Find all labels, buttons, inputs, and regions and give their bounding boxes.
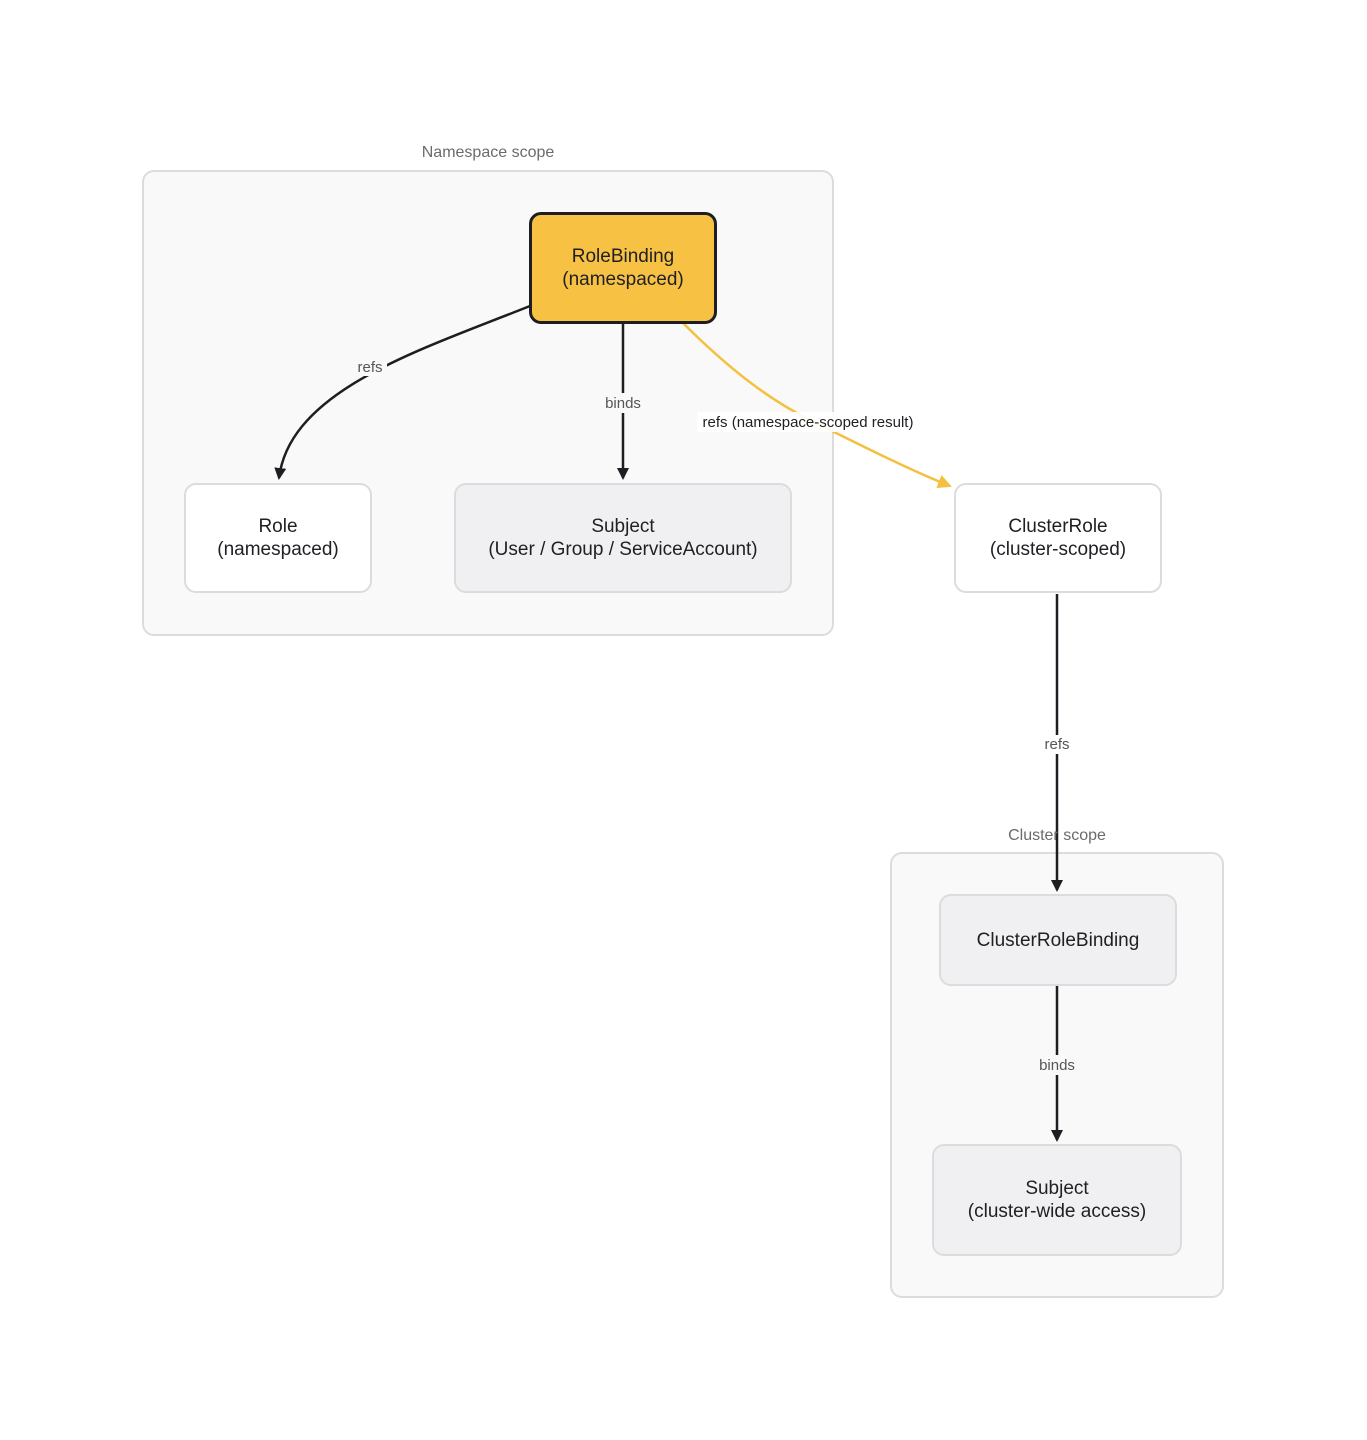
subject-cluster-title: Subject <box>1025 1178 1089 1199</box>
subject-namespace-node[interactable]: Subject (User / Group / ServiceAccount) <box>454 483 792 593</box>
edge-label-rb-clusterrole: refs (namespace-scoped result) <box>703 414 914 431</box>
subject-namespace-subtitle: (User / Group / ServiceAccount) <box>488 539 758 560</box>
edge-label-clusterrole-crb: refs <box>1044 736 1069 753</box>
clusterrole-title: ClusterRole <box>1008 516 1108 537</box>
rolebinding-subtitle: (namespaced) <box>562 269 684 290</box>
rolebinding-title: RoleBinding <box>571 246 675 267</box>
subject-cluster-node[interactable]: Subject (cluster-wide access) <box>932 1144 1182 1256</box>
cluster-scope-label: Cluster scope <box>1008 827 1106 844</box>
edge-label-rb-role: refs <box>357 359 382 376</box>
subject-namespace-title: Subject <box>591 516 655 537</box>
rolebinding-node[interactable]: RoleBinding (namespaced) <box>529 212 717 324</box>
clusterrole-subtitle: (cluster-scoped) <box>989 539 1127 560</box>
clusterrole-node[interactable]: ClusterRole (cluster-scoped) <box>954 483 1162 593</box>
edge-rb-clusterrole <box>682 322 952 489</box>
clusterrolebinding-title: ClusterRoleBinding <box>976 929 1140 951</box>
role-subtitle: (namespaced) <box>217 539 339 560</box>
role-title: Role <box>258 516 298 537</box>
role-node[interactable]: Role (namespaced) <box>184 483 372 593</box>
namespace-scope-label: Namespace scope <box>421 144 555 161</box>
clusterrolebinding-node[interactable]: ClusterRoleBinding <box>939 894 1177 986</box>
subject-cluster-subtitle: (cluster-wide access) <box>967 1201 1147 1222</box>
edge-rb-role <box>274 304 531 480</box>
edge-label-crb-subject: binds <box>1039 1057 1075 1074</box>
edge-label-rb-subject: binds <box>605 395 641 412</box>
